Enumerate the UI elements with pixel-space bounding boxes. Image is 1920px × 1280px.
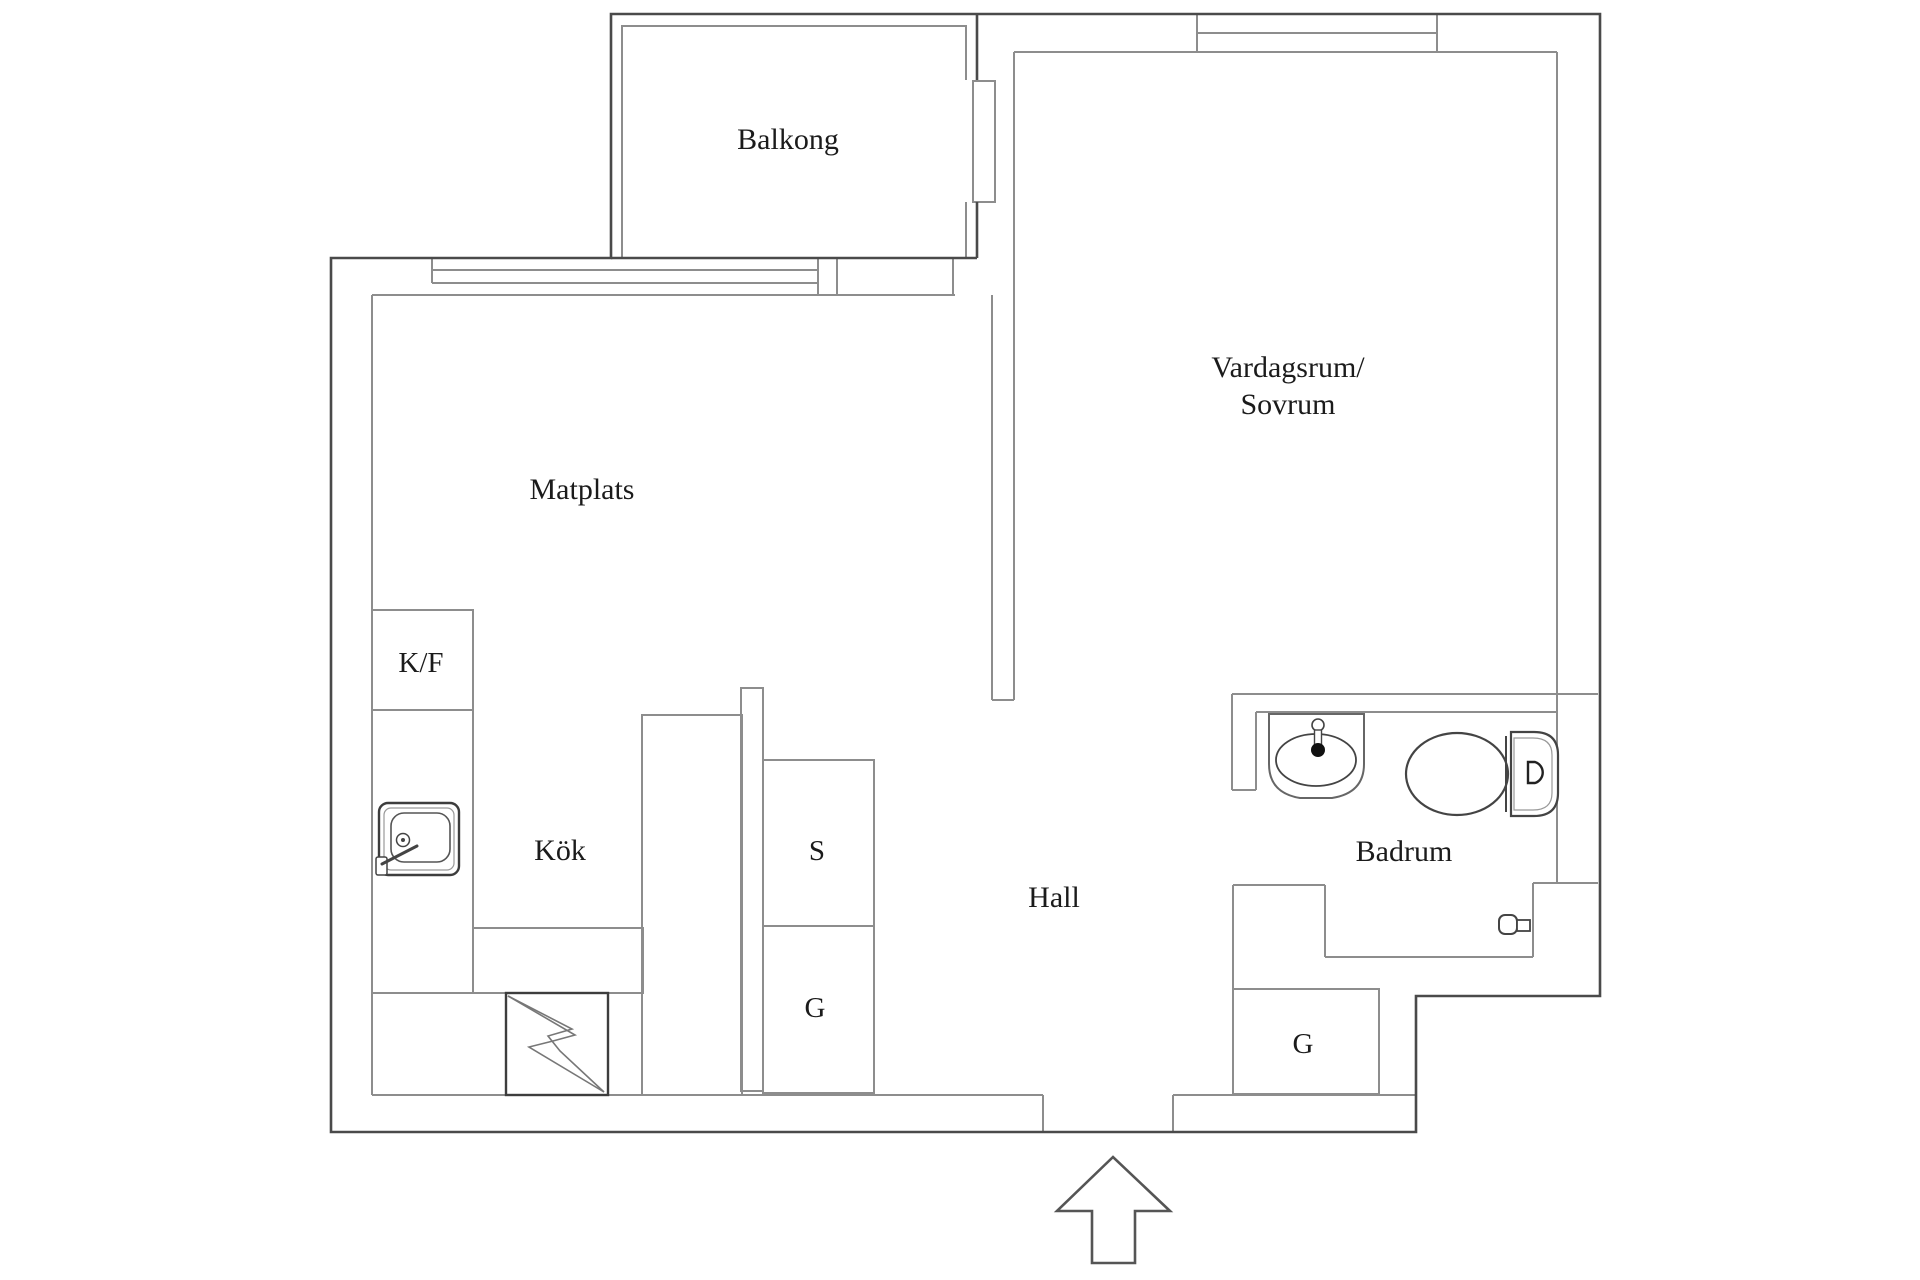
balcony-label: Balkong: [737, 123, 839, 156]
outer-walls: [329, 12, 1602, 1134]
dining-label: Matplats: [530, 473, 635, 506]
living-label-line1: Vardagsrum/: [1211, 351, 1365, 384]
balcony-inner-wall: [621, 25, 967, 258]
inner-walls: [371, 14, 1598, 1132]
kitchen-counter-left: [371, 709, 474, 994]
toilet-flush-button: [1526, 760, 1544, 785]
closet-s-label: S: [809, 835, 825, 867]
toilet-bowl: [1404, 731, 1510, 817]
kitchen-counter-bottom: [472, 927, 644, 994]
outer-boundary: [329, 12, 1602, 1134]
hall-label: Hall: [1028, 881, 1080, 914]
balcony-door-icon: [972, 80, 996, 203]
kitchen-label: Kök: [534, 834, 586, 867]
room-labels: Balkong Vardagsrum/ Sovrum Matplats K/F …: [398, 123, 1452, 1060]
kitchen-faucet-lever: [380, 844, 419, 866]
wardrobe-entry-label: G: [1293, 1028, 1314, 1060]
faucet-spout: [1311, 743, 1325, 757]
entrance-arrow-icon: [1053, 1155, 1174, 1265]
shower-valve-icon: [1498, 914, 1531, 935]
bathroom-sink-icon: [1268, 713, 1365, 799]
living-label-line2: Sovrum: [1240, 388, 1335, 421]
kitchen-closet-wall: [740, 687, 764, 1092]
toilet-icon: [1404, 730, 1560, 818]
wardrobe-hall-label: G: [805, 992, 826, 1024]
kitchen-sink-icon: [375, 801, 461, 877]
fridge-freezer-label: K/F: [398, 647, 443, 679]
faucet-knob: [1311, 718, 1325, 732]
bathroom-label: Badrum: [1356, 835, 1453, 868]
wardrobe-entry-box: [1232, 988, 1380, 1095]
faucet-stem: [1313, 729, 1323, 746]
kitchen-cabinet-column: [641, 714, 743, 1096]
electrical-lightning-icon: [504, 991, 610, 1097]
kitchen-faucet-base: [375, 856, 388, 876]
